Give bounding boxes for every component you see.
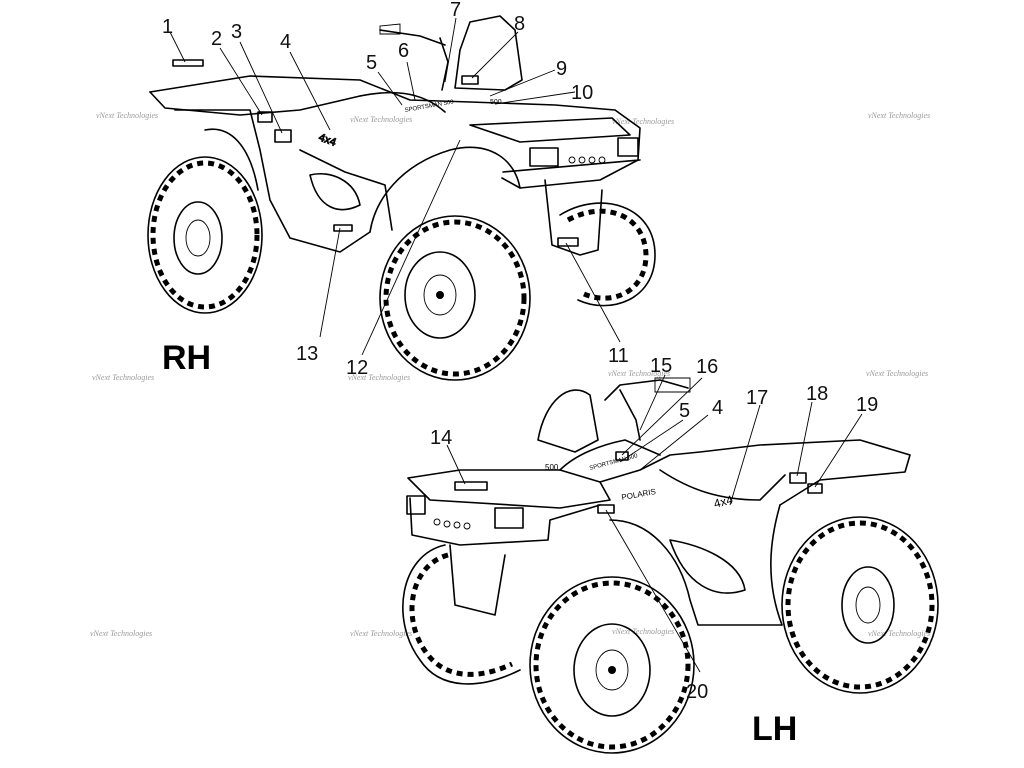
decal-sportsman-lh: SPORTSMAN 500 (589, 453, 639, 472)
callout-label: 8 (514, 13, 525, 35)
callout-label: 1 (162, 16, 173, 38)
atv-body-rh: 4x4 SPORTSMAN 500 500 (149, 15, 641, 256)
decal-14 (454, 481, 488, 491)
watermark: vNext Technologies (348, 373, 410, 382)
callout-label: 13 (296, 343, 318, 365)
callout-label: 4 (280, 31, 291, 53)
decal-4x4-rh: 4x4 (317, 132, 338, 149)
callout-label: 19 (856, 394, 878, 416)
callout-numbers-rh: 1 2 3 4 5 6 7 8 9 10 11 12 13 (162, 0, 629, 379)
rear-wheel-rh (147, 156, 263, 314)
decal-3 (274, 129, 292, 143)
callout-label: 2 (211, 28, 222, 50)
watermark: vNext Technologies (90, 629, 152, 638)
callout-label: 11 (608, 345, 629, 367)
watermark: vNext Technologies (350, 629, 412, 638)
callout-label: 15 (650, 355, 672, 377)
watermark: vNext Technologies (350, 115, 412, 124)
callout-label: 17 (746, 387, 768, 409)
callout-label: 12 (346, 357, 368, 379)
leader-lines (169, 17, 863, 673)
far-front-wheel-lh (402, 544, 521, 685)
watermark: vNext Technologies (868, 111, 930, 120)
watermark: vNext Technologies (608, 369, 670, 378)
decal-2 (257, 111, 273, 123)
watermark: vNext Technologies (612, 117, 674, 126)
decal-20 (597, 504, 615, 514)
decal-18 (789, 472, 807, 484)
callout-label: 20 (686, 681, 708, 703)
decal-19 (807, 483, 823, 494)
decal-4x4-lh: 4x4 (712, 492, 735, 511)
callout-label: 9 (556, 58, 567, 80)
callout-label: 4 (712, 397, 723, 419)
callout-label: 10 (571, 82, 593, 104)
watermark: vNext Technologies (866, 369, 928, 378)
watermark-layer: vNext Technologies vNext Technologies vN… (90, 111, 930, 638)
callout-label: 5 (679, 400, 690, 422)
watermark: vNext Technologies (612, 627, 674, 636)
view-label-rh: RH (162, 339, 211, 377)
callout-label: 5 (366, 52, 377, 74)
atv-lh-view: 500 SPORTSMAN 500 POLARIS 4x4 (402, 377, 939, 754)
view-label-lh: LH (752, 710, 797, 748)
watermark: vNext Technologies (92, 373, 154, 382)
callout-label: 18 (806, 383, 828, 405)
decal-13 (333, 224, 353, 232)
callout-numbers-lh: 14 15 16 5 4 17 18 19 20 (430, 355, 878, 703)
callout-label: 3 (231, 21, 242, 43)
decal-1 (172, 59, 204, 67)
atv-body-lh: 500 SPORTSMAN 500 POLARIS 4x4 (406, 377, 911, 626)
rear-wheel-lh (781, 516, 939, 694)
watermark: vNext Technologies (96, 111, 158, 120)
callout-label: 6 (398, 40, 409, 62)
front-wheel-lh (529, 576, 695, 754)
callout-label: 14 (430, 427, 452, 449)
callout-label: 7 (450, 0, 461, 21)
decal-11 (557, 237, 579, 247)
decal-500-lh: 500 (545, 463, 559, 472)
front-wheel-rh (379, 215, 531, 381)
watermark: vNext Technologies (868, 629, 930, 638)
decal-8 (461, 75, 479, 85)
decal-16 (615, 451, 629, 461)
atv-rh-view: 4x4 SPORTSMAN 500 500 (147, 15, 656, 381)
callout-label: 16 (696, 356, 718, 378)
decal-polaris-lh: POLARIS (621, 487, 657, 502)
far-front-wheel-rh (559, 202, 656, 307)
decal-500-rh: 500 (490, 99, 502, 106)
